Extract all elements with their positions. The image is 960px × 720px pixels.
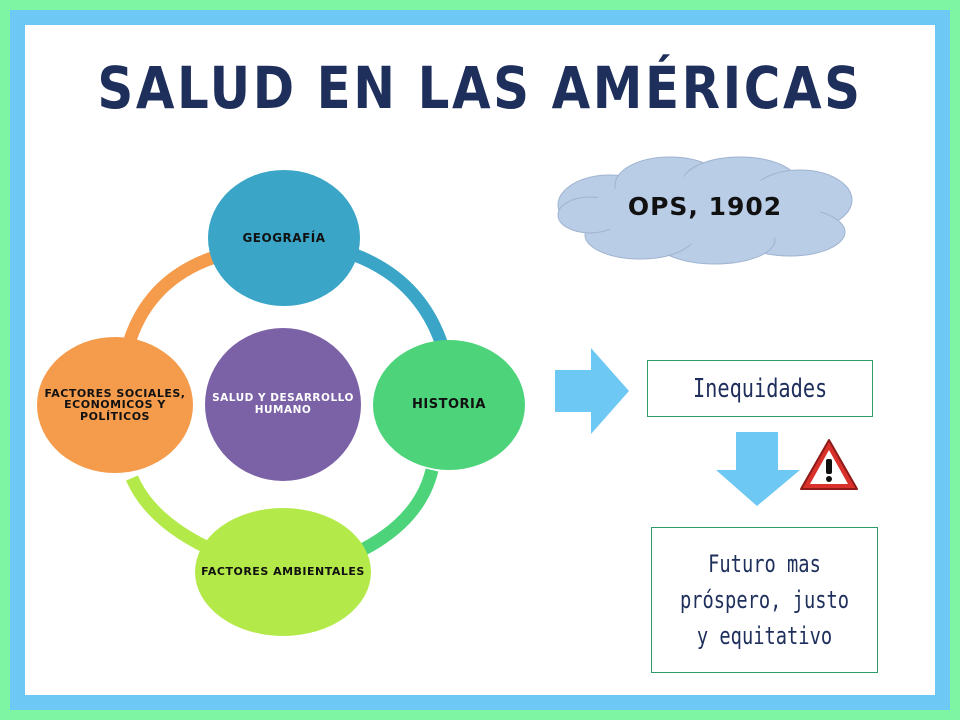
futuro-label: Futuro mas próspero, justo y equitativo [679, 550, 850, 650]
slide-title: SALUD EN LAS AMÉRICAS [97, 54, 863, 122]
arrow-right-icon [555, 348, 629, 434]
connector-amb-soc [126, 475, 211, 554]
warning-icon [800, 439, 858, 490]
futuro-box: Futuro mas próspero, justo y equitativo [651, 527, 878, 673]
node-historia: HISTORIA [373, 340, 525, 470]
connector-geo-hist [352, 248, 449, 348]
node-geografia: GEOGRAFÍA [208, 170, 360, 306]
node-salud-desarrollo: SALUD Y DESARROLLO HUMANO [205, 328, 361, 481]
connector-soc-geo [123, 251, 215, 343]
node-factores-sociales: FACTORES SOCIALES, ECONOMICOS Y POLÍTICO… [37, 337, 193, 473]
connector-hist-amb [358, 468, 439, 556]
node-factores-ambientales: FACTORES AMBIENTALES [195, 508, 371, 636]
cloud-label: OPS, 1902 [627, 192, 783, 221]
inequidades-label: Inequidades [692, 373, 828, 404]
arrow-down-icon [716, 432, 800, 506]
inequidades-box: Inequidades [647, 360, 873, 417]
